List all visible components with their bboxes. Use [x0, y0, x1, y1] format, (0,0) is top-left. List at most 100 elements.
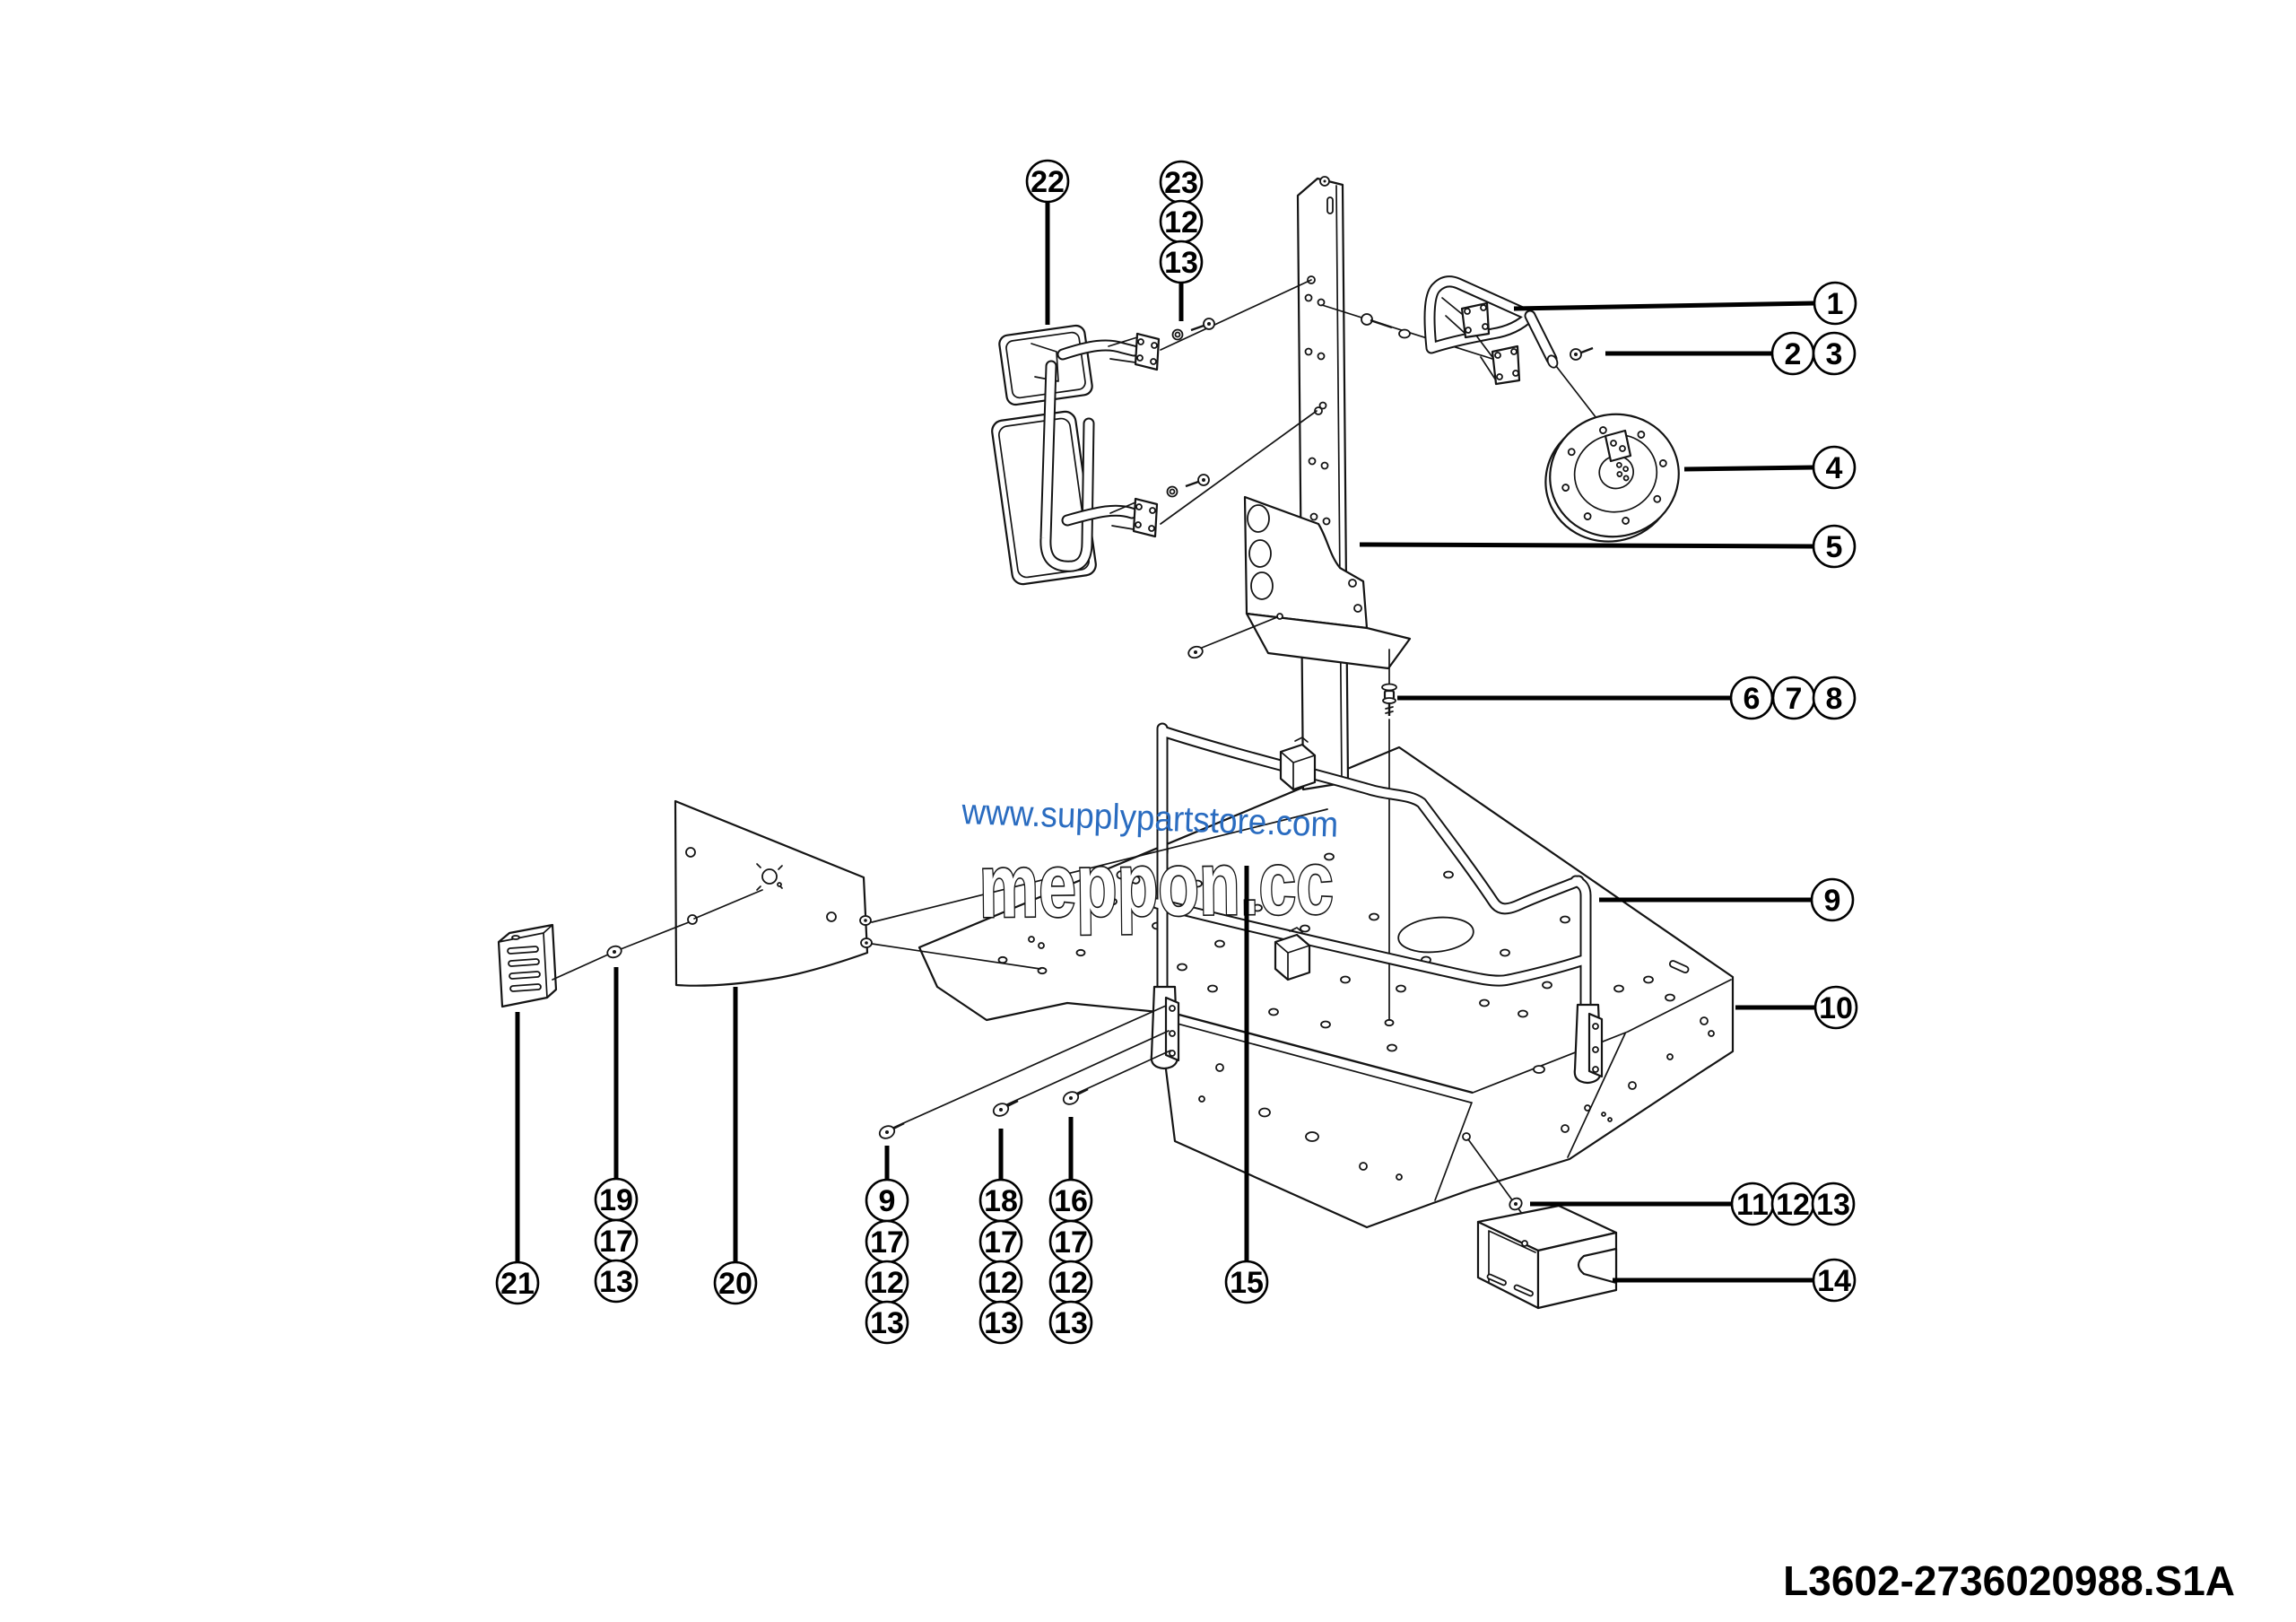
callout-1: 1 — [1813, 281, 1857, 326]
callout-9-12: 12 — [865, 1260, 909, 1304]
svg-text:19: 19 — [599, 1183, 633, 1217]
callout-15: 15 — [1224, 1260, 1269, 1304]
callout-11-13: 13 — [1811, 1182, 1856, 1226]
grab-handle — [1321, 275, 1594, 386]
callout-9-13: 13 — [865, 1300, 909, 1345]
svg-text:13: 13 — [599, 1265, 633, 1299]
svg-text:12: 12 — [870, 1266, 904, 1300]
mirror-assembly — [991, 324, 1161, 586]
svg-text:13: 13 — [984, 1306, 1018, 1340]
svg-text:7: 7 — [1786, 682, 1803, 716]
svg-text:12: 12 — [1054, 1266, 1088, 1300]
watermark-site: meppon.cc — [978, 833, 1334, 937]
callout-19-17: 17 — [594, 1218, 639, 1263]
callout-21: 21 — [495, 1260, 540, 1305]
svg-text:22: 22 — [1031, 165, 1065, 199]
svg-text:12: 12 — [984, 1266, 1018, 1300]
callout-16-17: 17 — [1048, 1219, 1093, 1264]
svg-text:3: 3 — [1826, 337, 1843, 371]
callout-18-12: 12 — [978, 1260, 1023, 1304]
svg-text:13: 13 — [1054, 1306, 1088, 1340]
svg-text:4: 4 — [1826, 451, 1843, 485]
callout-5: 5 — [1812, 524, 1857, 569]
callout-11-12: 12 — [1770, 1182, 1815, 1226]
svg-text:12: 12 — [1164, 205, 1198, 240]
deck-bolt — [1381, 649, 1397, 1021]
side-plate-screws — [859, 915, 873, 948]
svg-text:23: 23 — [1164, 166, 1198, 200]
callout-18: 18 — [978, 1178, 1023, 1223]
callout-11: 11 — [1730, 1182, 1775, 1226]
svg-text:6: 6 — [1744, 682, 1761, 716]
callout-6: 6 — [1729, 676, 1774, 720]
svg-text:11: 11 — [1736, 1188, 1769, 1222]
rail-foot-left — [1150, 985, 1180, 1070]
svg-text:20: 20 — [718, 1267, 752, 1301]
svg-text:12: 12 — [1776, 1188, 1810, 1222]
rail-clamp-lower — [1274, 927, 1311, 981]
callout-10: 10 — [1813, 985, 1858, 1030]
svg-text:17: 17 — [870, 1225, 904, 1260]
bracket-screw — [1187, 616, 1278, 659]
deck-holes-front — [1198, 1063, 1403, 1181]
svg-text:16: 16 — [1054, 1184, 1088, 1218]
callout-16-12: 12 — [1048, 1260, 1093, 1304]
deck-screws — [878, 1005, 1171, 1139]
callout-7: 7 — [1771, 676, 1816, 720]
callout-9-17: 17 — [865, 1219, 909, 1264]
support-bracket — [1187, 495, 1412, 670]
callout-23-13: 13 — [1159, 240, 1204, 284]
svg-text:14: 14 — [1817, 1264, 1851, 1298]
svg-text:17: 17 — [984, 1225, 1018, 1260]
svg-text:9: 9 — [1824, 884, 1841, 918]
callout-8: 8 — [1812, 676, 1857, 720]
svg-text:21: 21 — [500, 1267, 535, 1301]
deck-chassis — [918, 746, 1735, 1229]
rail-clamp-upper — [1279, 737, 1317, 791]
callout-16-13: 13 — [1048, 1300, 1093, 1345]
svg-text:13: 13 — [1164, 246, 1198, 280]
svg-text:15: 15 — [1230, 1266, 1264, 1300]
callout-23-12: 12 — [1159, 199, 1204, 244]
mounting-post — [1296, 176, 1350, 791]
callout-23: 23 — [1159, 160, 1204, 205]
callout-19: 19 — [594, 1177, 639, 1222]
svg-text:5: 5 — [1826, 530, 1843, 564]
callout-18-17: 17 — [978, 1219, 1023, 1264]
handrail — [1150, 722, 1604, 1085]
callout-9-screw: 9 — [865, 1178, 909, 1223]
callout-14: 14 — [1812, 1258, 1857, 1303]
rail-foot-right — [1573, 1003, 1604, 1085]
drawing-number: L3602-2736020988.S1A — [1783, 1557, 2235, 1604]
svg-text:9: 9 — [879, 1184, 896, 1218]
callout-3: 3 — [1812, 331, 1857, 376]
callout-22: 22 — [1025, 159, 1070, 204]
clamp-box — [1467, 1138, 1618, 1310]
callout-4: 4 — [1812, 445, 1857, 490]
callout-20: 20 — [713, 1260, 758, 1305]
callout-9-rail: 9 — [1810, 877, 1855, 922]
callout-19-13: 13 — [594, 1259, 639, 1304]
vent-box — [497, 923, 558, 1008]
svg-text:13: 13 — [870, 1306, 904, 1340]
callouts: 22 23 12 13 1 2 3 4 5 6 7 8 9 10 11 12 1… — [495, 159, 1858, 1345]
deck-holes-right — [1462, 960, 1715, 1141]
svg-text:17: 17 — [1054, 1225, 1088, 1260]
disc-bolt-holes — [1561, 426, 1667, 525]
svg-text:8: 8 — [1826, 682, 1843, 716]
handle-screw — [1570, 346, 1594, 361]
svg-text:17: 17 — [599, 1225, 633, 1259]
disc-plate — [1544, 365, 1680, 543]
svg-text:13: 13 — [1816, 1188, 1850, 1222]
mirror-bolts — [1160, 279, 1318, 525]
watermarks: www.supplypartstore.com meppon.cc — [961, 792, 1339, 938]
callout-2: 2 — [1770, 331, 1815, 376]
svg-text:18: 18 — [984, 1184, 1018, 1218]
plate-screw-19 — [552, 889, 763, 981]
side-plate — [674, 799, 1328, 987]
leader-lines — [515, 203, 1815, 1283]
callout-16: 16 — [1048, 1178, 1093, 1223]
svg-text:2: 2 — [1785, 337, 1802, 371]
